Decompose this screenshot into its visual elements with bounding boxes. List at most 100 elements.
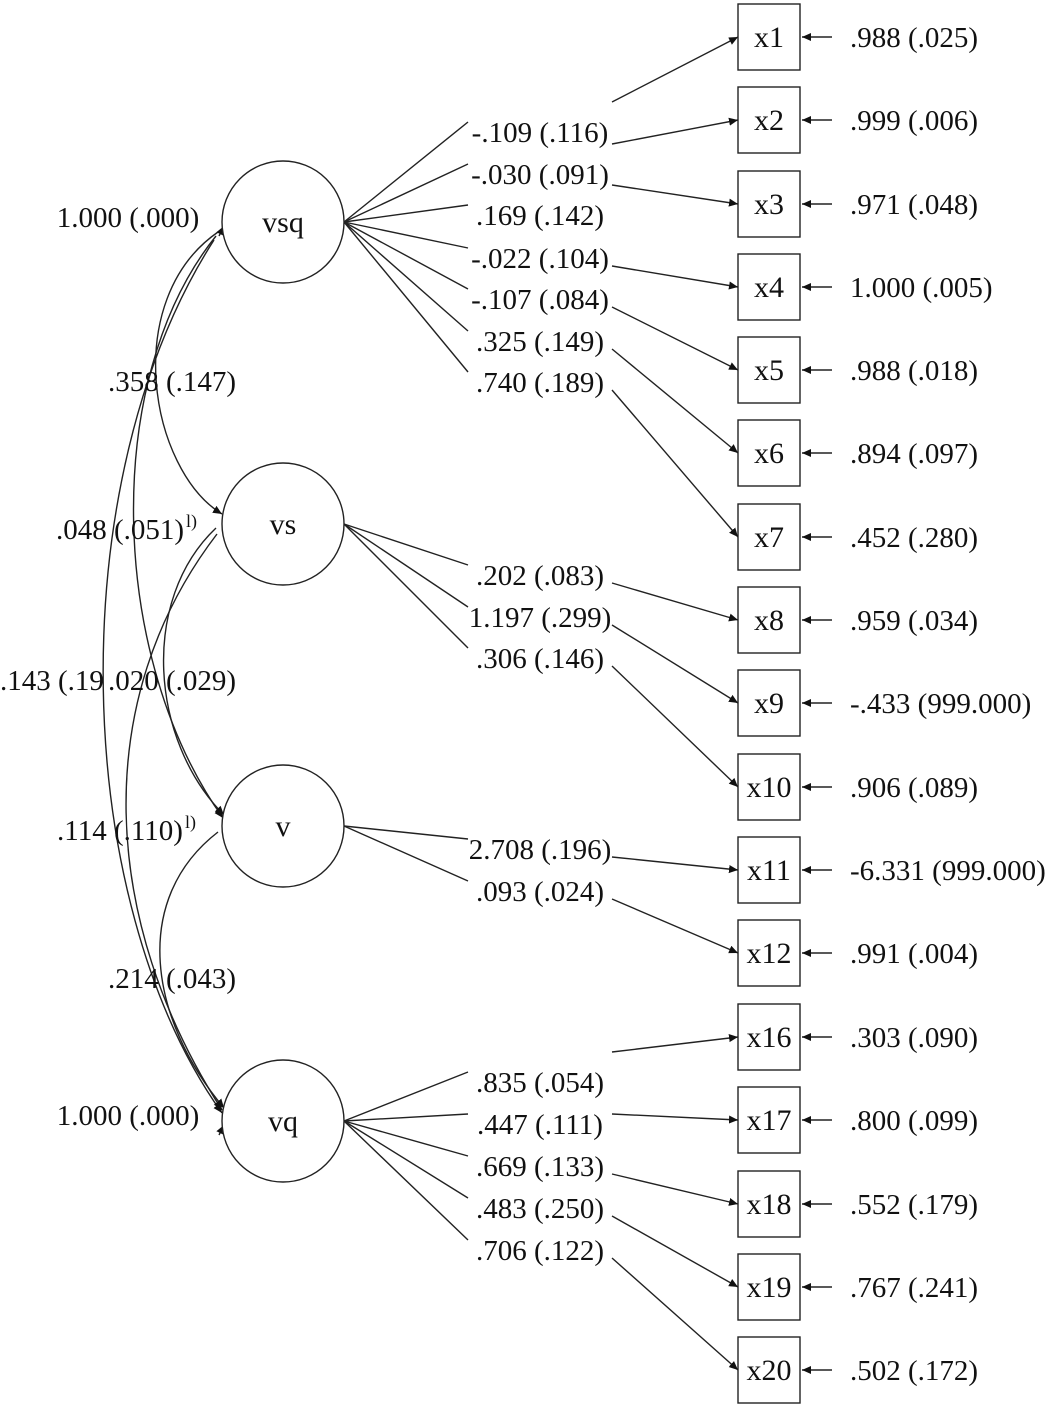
observed-label-x8: x8	[754, 604, 784, 637]
latent-node-vq	[221, 1059, 345, 1183]
loading-arrow-vs-x10	[611, 665, 739, 788]
residual-label-x10: .906 (.089)	[850, 772, 978, 804]
loading-label-vq-x18: .669 (.133)	[476, 1151, 604, 1183]
loading-arrow-vsq-x2	[611, 117, 739, 145]
observed-node-x17	[737, 1086, 801, 1154]
observed-node-x12	[737, 919, 801, 987]
loading-line-v-x12	[343, 825, 469, 882]
latent-node-vsq	[221, 160, 345, 284]
loading-line-vs-x8	[343, 523, 469, 566]
observed-label-x16: x16	[747, 1021, 792, 1054]
loading-arrow-vsq-x7	[611, 389, 739, 538]
loading-line-vq-x18	[343, 1120, 469, 1157]
loading-line-vs-x10	[343, 523, 469, 649]
observed-node-x20	[737, 1336, 801, 1404]
residual-label-x2: .999 (.006)	[850, 105, 978, 137]
loading-label-vq-x20: .706 (.122)	[476, 1235, 604, 1267]
loading-label-vsq-x5: -.107 (.084)	[471, 284, 609, 316]
loading-arrow-vq-x17	[611, 1113, 739, 1124]
loading-line-vq-x16	[343, 1071, 469, 1122]
observed-node-x9	[737, 669, 801, 737]
correlation-curve-vs-v	[162, 527, 225, 816]
observed-node-x4	[737, 253, 801, 321]
correlation-label-vsq-vq: .143 (.19	[0, 665, 104, 697]
loading-line-vsq-x2	[343, 163, 469, 223]
residual-label-x8: .959 (.034)	[850, 605, 978, 637]
residual-label-x11: -6.331 (999.000)	[850, 855, 1046, 887]
variance-label-vq: 1.000 (.000)	[57, 1100, 200, 1132]
loading-line-vsq-x1	[343, 121, 469, 223]
residual-label-x18: .552 (.179)	[850, 1189, 978, 1221]
residual-label-x4: 1.000 (.005)	[850, 272, 993, 304]
loading-label-vs-x9: 1.197 (.299)	[469, 602, 612, 634]
variance-label-vsq: 1.000 (.000)	[57, 202, 200, 234]
correlation-sup-vsq-v: l)	[186, 511, 197, 532]
latent-label-vsq: vsq	[262, 206, 304, 239]
residual-label-x20: .502 (.172)	[850, 1355, 978, 1387]
observed-node-x10	[737, 753, 801, 821]
loading-line-vq-x20	[343, 1120, 469, 1241]
latent-label-vs: vs	[270, 508, 297, 541]
observed-node-x3	[737, 170, 801, 238]
loading-label-vsq-x2: -.030 (.091)	[471, 159, 609, 191]
loading-label-vsq-x1: -.109 (.116)	[472, 117, 609, 149]
observed-label-x17: x17	[747, 1104, 792, 1137]
loading-label-vsq-x4: -.022 (.104)	[471, 243, 609, 275]
loading-label-vq-x16: .835 (.054)	[476, 1067, 604, 1099]
observed-node-x18	[737, 1170, 801, 1238]
observed-node-x7	[737, 503, 801, 571]
loading-label-vs-x8: .202 (.083)	[476, 560, 604, 592]
loading-arrow-vsq-x4	[611, 265, 739, 290]
correlation-label-vsq-vs: .358 (.147)	[108, 366, 236, 398]
observed-label-x9: x9	[754, 687, 784, 720]
loading-line-vsq-x5	[343, 221, 469, 290]
observed-label-x20: x20	[747, 1354, 792, 1387]
loading-label-vq-x19: .483 (.250)	[476, 1193, 604, 1225]
observed-node-x6	[737, 419, 801, 487]
loading-arrow-vq-x19	[611, 1215, 739, 1288]
observed-label-x7: x7	[754, 521, 784, 554]
residual-label-x12: .991 (.004)	[850, 938, 978, 970]
correlation-label-vs-v: .020 (.029)	[108, 665, 236, 697]
residual-label-x6: .894 (.097)	[850, 438, 978, 470]
correlation-curve-vs-vq	[125, 533, 223, 1111]
correlation-curve-vsq-vs	[154, 231, 223, 515]
residual-label-x17: .800 (.099)	[850, 1105, 978, 1137]
loading-label-vsq-x3: .169 (.142)	[476, 200, 604, 232]
residual-label-x7: .452 (.280)	[850, 522, 978, 554]
loading-line-v-x11	[343, 825, 469, 840]
loading-arrow-vsq-x3	[611, 184, 739, 207]
observed-label-x11: x11	[747, 854, 791, 887]
residual-label-x5: .988 (.018)	[850, 355, 978, 387]
loading-arrow-v-x12	[611, 898, 739, 954]
correlation-label-vsq-v: .048 (.051)	[56, 514, 184, 546]
latent-label-v: v	[276, 810, 291, 843]
loading-line-vsq-x7	[343, 221, 469, 373]
edges-layer	[102, 32, 832, 1375]
loading-line-vsq-x3	[343, 204, 469, 223]
observed-label-x10: x10	[747, 771, 792, 804]
latent-node-v	[221, 764, 345, 888]
correlation-label-vs-vq: .114 (.110)	[57, 815, 183, 847]
loading-line-vq-x19	[343, 1120, 469, 1199]
loading-line-vs-x9	[343, 523, 469, 608]
observed-label-x6: x6	[754, 437, 784, 470]
correlation-curve-vsq-v	[132, 235, 224, 819]
loading-arrow-vsq-x5	[611, 306, 739, 371]
observed-label-x2: x2	[754, 104, 784, 137]
observed-label-x3: x3	[754, 188, 784, 221]
residual-label-x19: .767 (.241)	[850, 1272, 978, 1304]
latent-node-vs	[221, 462, 345, 586]
loading-arrow-vsq-x1	[611, 36, 739, 103]
residual-label-x3: .971 (.048)	[850, 189, 978, 221]
loading-line-vq-x17	[343, 1113, 469, 1122]
loading-label-v-x11: 2.708 (.196)	[469, 834, 612, 866]
nodes-layer: vsqvsvvqx1x2x3x4x5x6x7x8x9x10x11x12x16x1…	[221, 3, 801, 1404]
loading-arrow-vq-x20	[611, 1257, 739, 1371]
correlation-curve-v-vq	[159, 831, 225, 1109]
loading-arrow-v-x11	[611, 856, 739, 874]
observed-label-x19: x19	[747, 1271, 792, 1304]
observed-node-x8	[737, 586, 801, 654]
residual-label-x9: -.433 (999.000)	[850, 688, 1031, 720]
loading-label-vsq-x7: .740 (.189)	[476, 367, 604, 399]
